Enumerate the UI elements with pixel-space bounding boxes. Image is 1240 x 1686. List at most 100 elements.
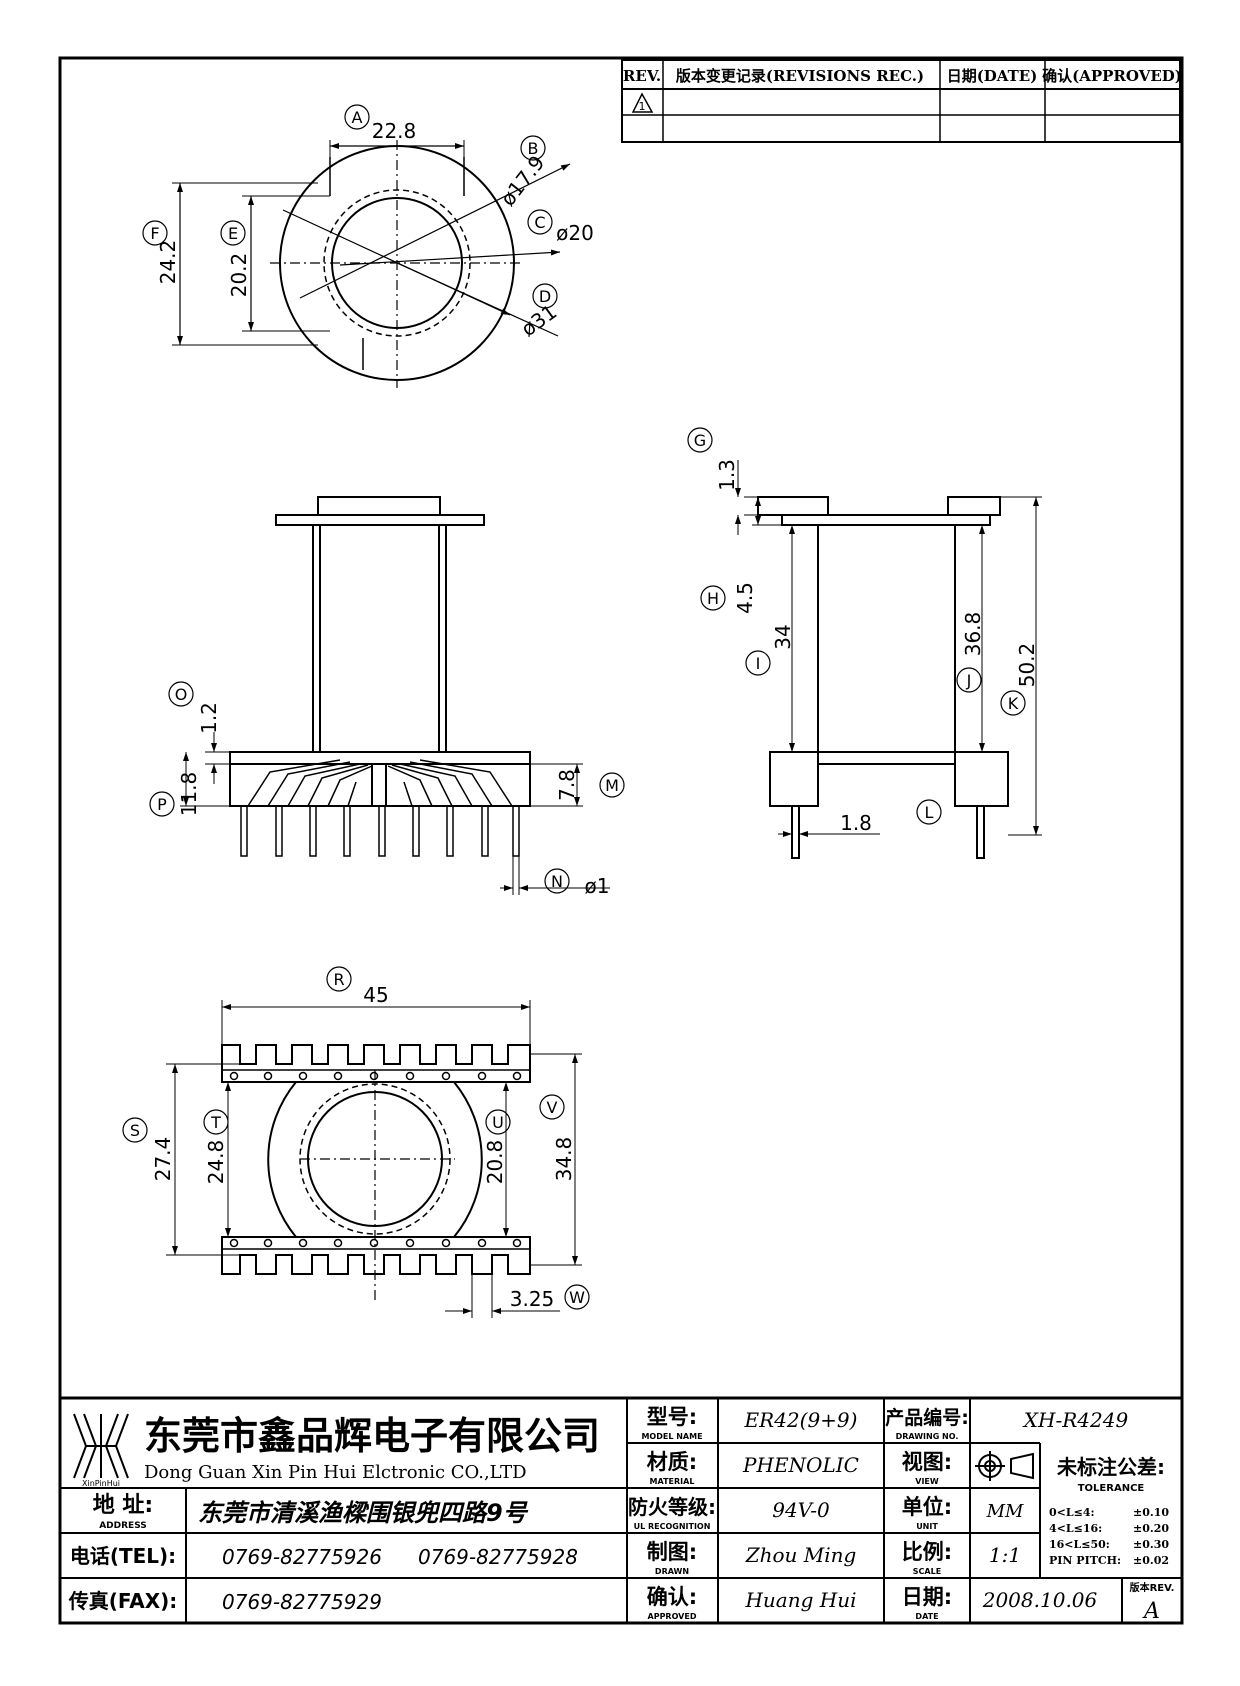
label-A: A [352,108,363,127]
tel-value-2: 0769-82775928 [418,1545,578,1569]
address-label: 地 址: [93,1493,153,1518]
dim-T: 24.8 [204,1140,228,1185]
tolerance-range-1: 0<L≤4: [1049,1506,1095,1519]
tel-label: 电话(TEL): [70,1544,176,1568]
dim-O: 1.2 [197,702,221,734]
unit-label-en: UNIT [916,1522,938,1531]
rev-header-rev: REV. [623,67,661,85]
dim-K: 50.2 [1015,643,1039,688]
label-I: I [756,654,761,673]
flange-outline [267,1081,297,1238]
dim-H: 4.5 [733,582,757,614]
tel-value-1: 0769-82775926 [222,1545,382,1569]
rev-label: 版本REV. [1130,1581,1175,1594]
rev-triangle-icon [631,92,654,113]
material-label: 材质: [647,1450,697,1474]
view-label-en: VIEW [915,1477,939,1486]
label-G: G [694,431,706,450]
scale-value: 1:1 [989,1543,1021,1567]
label-H: H [707,589,719,608]
tolerance-range-3: 16<L≤50: [1049,1538,1110,1551]
unit-label: 单位: [902,1495,952,1519]
fax-label: 传真(FAX): [68,1589,178,1613]
drawing-no-value: XH-R4249 [1022,1408,1129,1432]
dim-R: 45 [363,983,388,1007]
material-value: PHENOLIC [742,1453,859,1477]
projection-symbol-icon [975,1451,1034,1481]
label-M: M [605,776,619,795]
model-label-en: MODEL NAME [641,1432,702,1441]
side-view-labels: G 1.3 H 4.5 I 34 J 36.8 K 50.2 L 1.8 [687,427,1039,835]
bottom-pin-holes [229,1071,522,1248]
approved-label: 确认: [647,1585,697,1609]
rev-header-approved: 确认(APPROVED) [1042,67,1182,85]
label-S: S [130,1121,140,1140]
company-name-cn: 东莞市鑫品辉电子有限公司 [144,1414,600,1458]
label-R: R [333,970,344,989]
approved-label-en: APPROVED [648,1612,697,1621]
label-W: W [569,1288,585,1307]
dim-U: 20.8 [483,1140,507,1185]
side-view [735,460,1042,859]
drawing-no-label-en: DRAWING NO. [896,1432,959,1441]
ul-label: 防火等级: [628,1495,716,1519]
label-T: T [210,1113,221,1132]
dim-F: 24.2 [156,240,180,285]
label-J: J [966,671,972,690]
tolerance-range-2: 4<L≤16: [1049,1522,1102,1535]
tolerance-value-3: ±0.30 [1133,1538,1169,1551]
dim-I: 34 [771,624,795,649]
dim-P: 11.8 [177,772,201,817]
company-name-en: Dong Guan Xin Pin Hui Elctronic CO.,LTD [144,1462,527,1483]
label-E: E [228,224,238,243]
date-label: 日期: [902,1585,952,1609]
dim-N: ø1 [585,874,610,898]
tolerance-range-4: PIN PITCH: [1049,1554,1121,1567]
revision-table: REV. 版本变更记录(REVISIONS REC.) 日期(DATE) 确认(… [621,59,1182,143]
label-K: K [1008,694,1019,713]
date-value: 2008.10.06 [982,1588,1098,1612]
bottom-view [166,1000,582,1318]
rev-header-record: 版本变更记录(REVISIONS REC.) [676,67,924,85]
rev-header-date: 日期(DATE) [947,67,1038,85]
front-view-labels: O 1.2 P 11.8 M 7.8 N ø1 [149,681,625,898]
front-view [180,496,610,895]
drawn-label-en: DRAWN [655,1567,689,1576]
label-D: D [539,287,551,306]
label-F: F [150,224,159,243]
label-O: O [175,685,188,704]
tolerance-label-en: TOLERANCE [1078,1483,1145,1494]
tolerance-value-1: ±0.10 [1133,1506,1169,1519]
ul-label-en: UL RECOGNITION [634,1522,711,1531]
ul-value: 94V-0 [772,1498,830,1522]
model-value: ER42(9+9) [744,1408,858,1432]
label-V: V [547,1098,558,1117]
label-B: B [528,139,539,158]
label-U: U [492,1113,504,1132]
drawn-label: 制图: [647,1540,697,1564]
material-label-en: MATERIAL [650,1477,695,1486]
scale-label-en: SCALE [913,1567,941,1576]
title-block: XinPinHui 东莞市鑫品辉电子有限公司 Dong Guan Xin Pin… [58,1396,1184,1625]
company-logo [73,1413,129,1479]
view-label: 视图: [902,1450,952,1474]
rev-row1-number: 1 [639,100,646,113]
top-view [172,140,571,388]
unit-value: MM [986,1501,1024,1522]
address-value: 东莞市清溪渔樑围银兜四路9号 [198,1499,529,1527]
bottom-comb [221,1236,531,1275]
tolerance-label: 未标注公差: [1057,1455,1165,1479]
top-view-labels: A 22.8 B ø17.9 C ø20 D ø31 E 20.2 F 24.2 [142,104,594,341]
dim-A: 22.8 [372,119,417,143]
dim-V: 34.8 [552,1137,576,1182]
dim-J: 36.8 [961,612,985,657]
model-label: 型号: [647,1405,697,1429]
rev-value: A [1142,1599,1160,1624]
label-C: C [534,213,545,232]
label-L: L [925,803,934,822]
dim-M: 7.8 [555,769,579,801]
approved-value: Huang Hui [744,1588,856,1612]
drawing-no-label: 产品编号: [885,1406,969,1429]
dim-E: 20.2 [227,253,251,298]
